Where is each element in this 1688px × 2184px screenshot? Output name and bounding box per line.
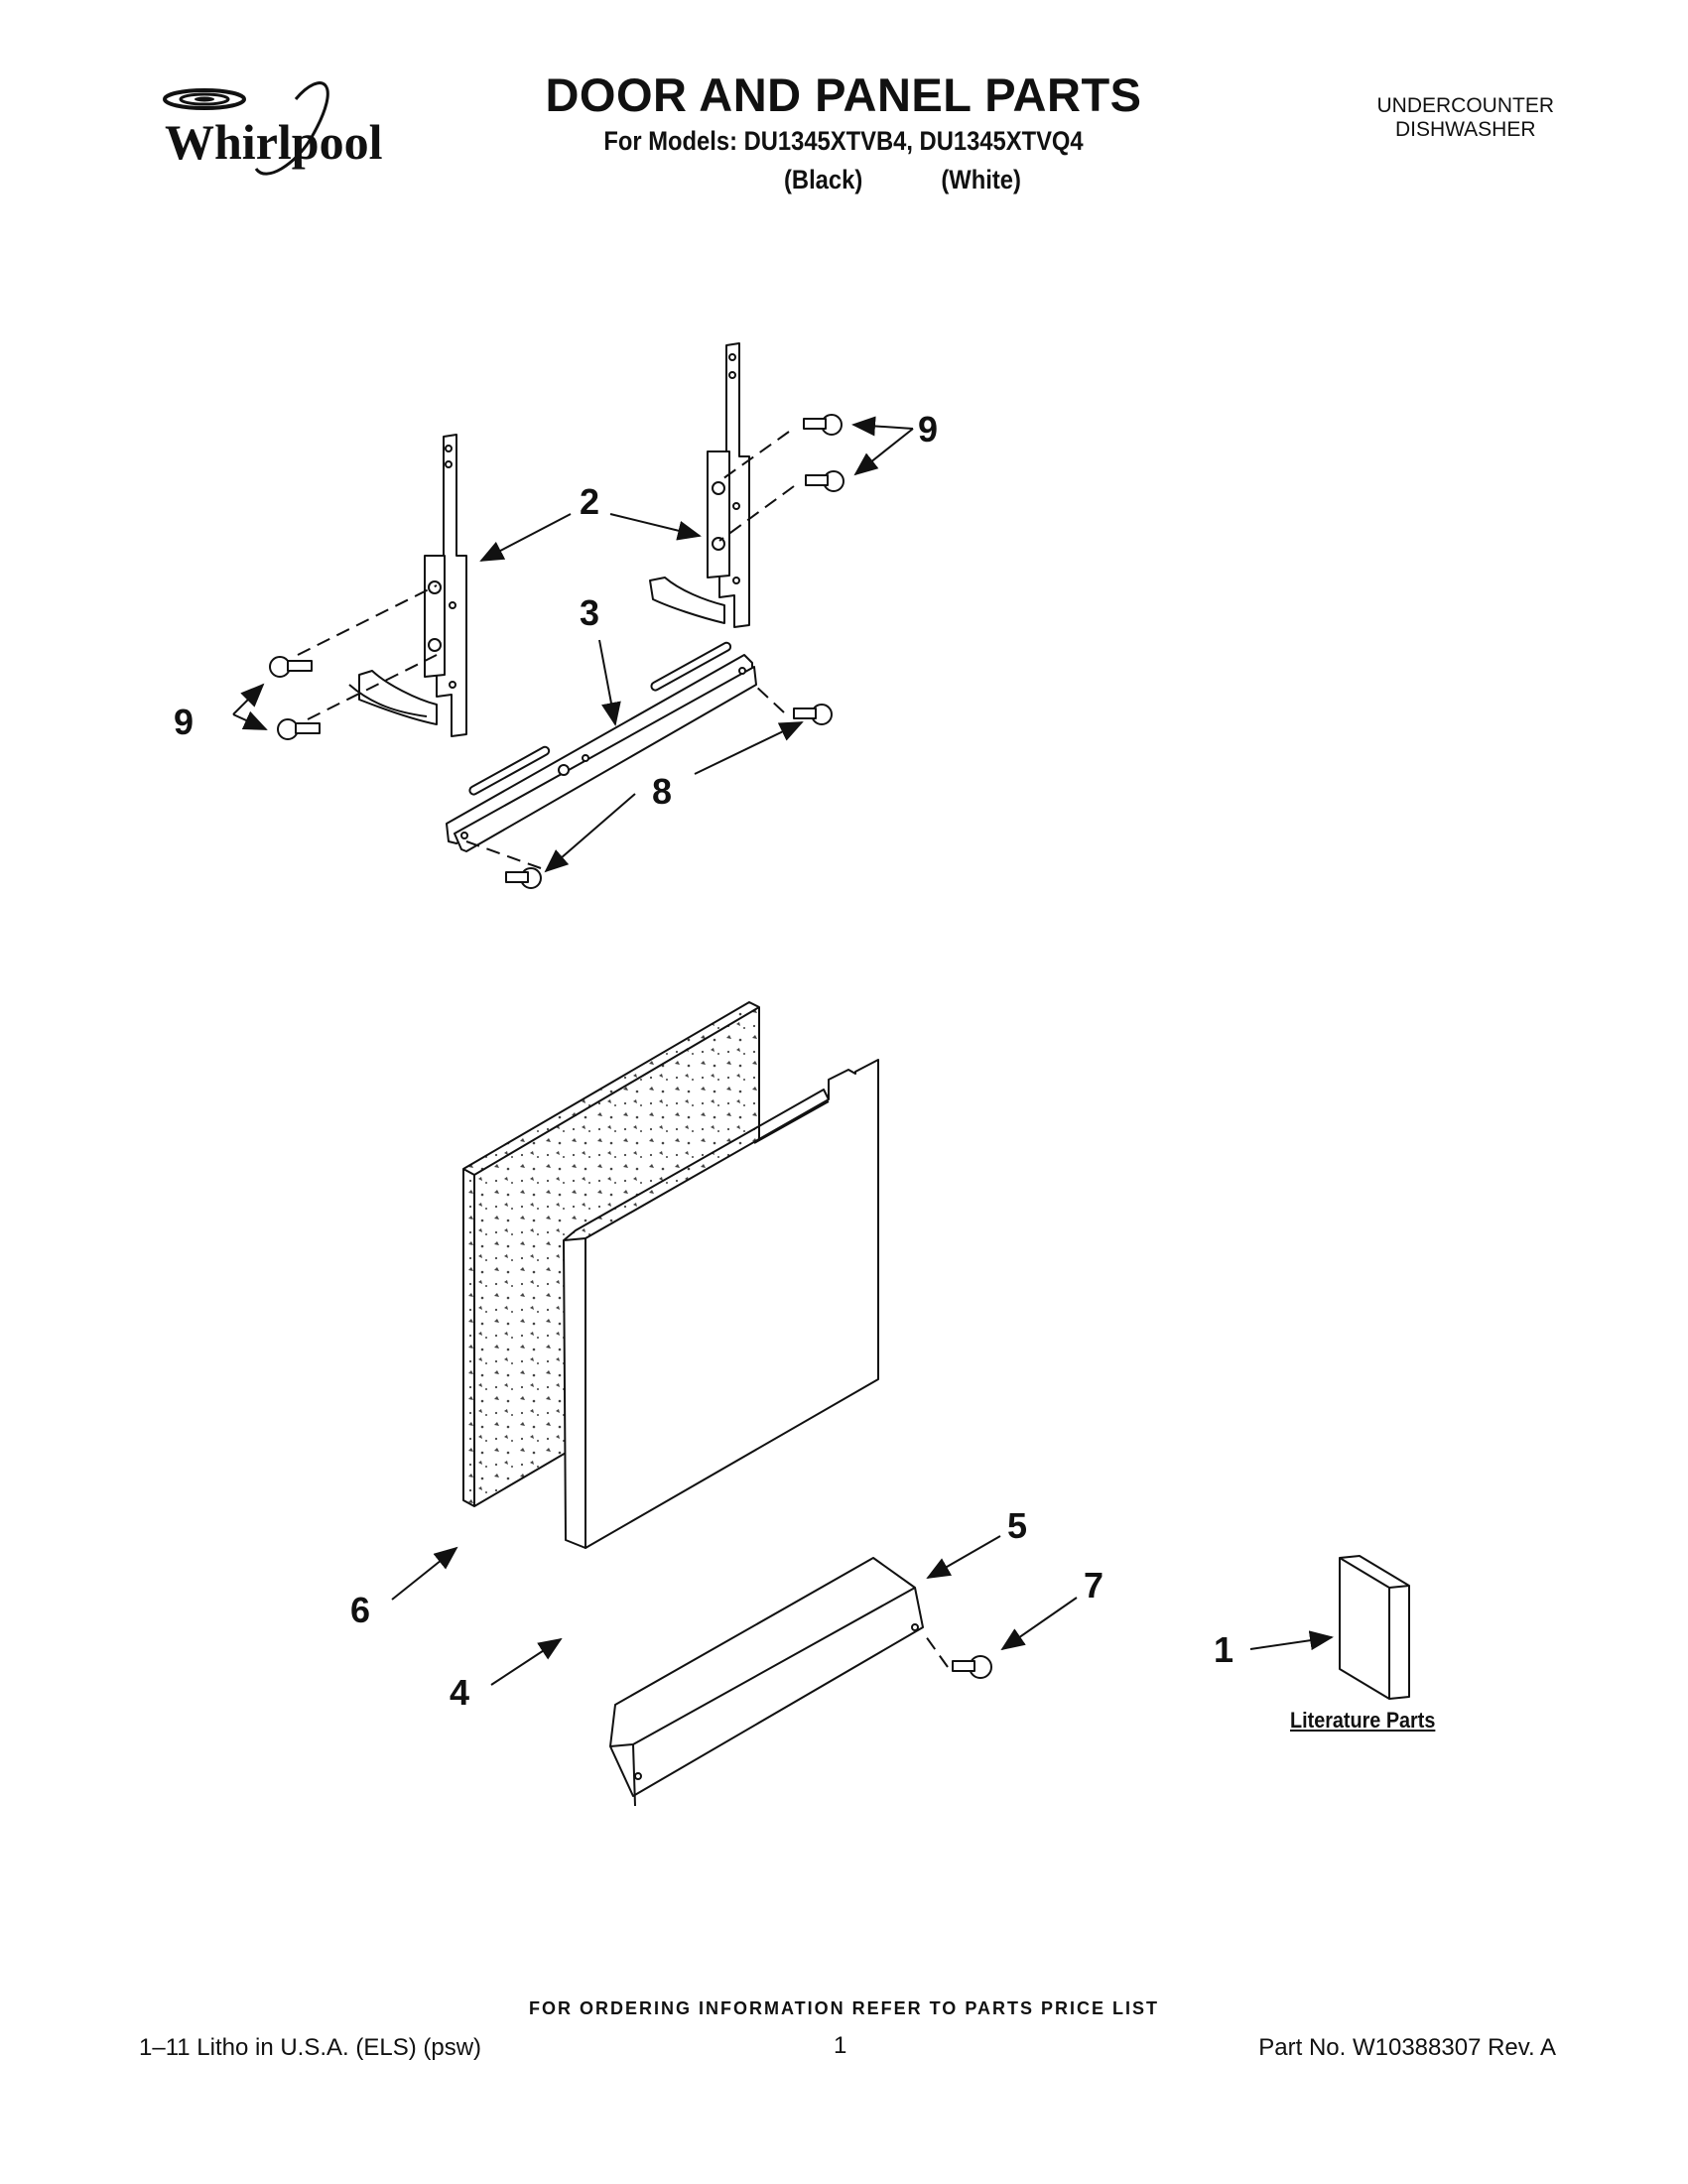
litho-info: 1–11 Litho in U.S.A. (ELS) (psw)	[139, 2034, 482, 2061]
ordering-note: FOR ORDERING INFORMATION REFER TO PARTS …	[528, 1998, 1159, 2018]
callout-9-left: 9	[174, 702, 195, 742]
callout-3: 3	[580, 592, 600, 633]
callout-9-right: 9	[918, 409, 939, 450]
screw	[277, 718, 321, 740]
svg-text:Whirlpool: Whirlpool	[165, 114, 383, 170]
right-hinge-bracket	[649, 342, 750, 628]
page-number: 1	[834, 2032, 847, 2059]
callout-1: 1	[1214, 1629, 1234, 1670]
color-black: (Black)	[784, 165, 863, 194]
mounting-rail	[446, 641, 757, 852]
model-colors: (Black) (White)	[784, 165, 1021, 195]
appliance-category: UNDERCOUNTER DISHWASHER	[1377, 94, 1555, 142]
toe-kick-panel	[609, 1557, 924, 1807]
color-white: (White)	[941, 165, 1021, 194]
screw	[803, 414, 843, 436]
screw	[952, 1655, 992, 1679]
literature-booklet	[1339, 1555, 1410, 1700]
callout-5: 5	[1007, 1505, 1028, 1546]
callout-2: 2	[580, 481, 600, 522]
screw	[793, 704, 833, 725]
category-line-1: UNDERCOUNTER	[1376, 94, 1555, 117]
callout-4: 4	[450, 1672, 470, 1713]
callout-7: 7	[1084, 1565, 1104, 1606]
part-number: Part No. W10388307 Rev. A	[1258, 2034, 1556, 2061]
inner-door	[563, 1059, 879, 1549]
whirlpool-logo: Whirlpool	[163, 81, 383, 176]
models-line: For Models: DU1345XTVB4, DU1345XTVQ4	[603, 126, 1084, 156]
page-title: DOOR AND PANEL PARTS	[545, 68, 1142, 121]
literature-parts-label: Literature Parts	[1290, 1708, 1436, 1733]
left-hinge-bracket	[348, 434, 467, 737]
screw	[269, 656, 313, 678]
callout-6: 6	[350, 1590, 371, 1630]
screw	[505, 867, 542, 889]
screw	[805, 470, 844, 492]
category-line-2: DISHWASHER	[1394, 118, 1536, 141]
callout-8: 8	[652, 771, 673, 812]
